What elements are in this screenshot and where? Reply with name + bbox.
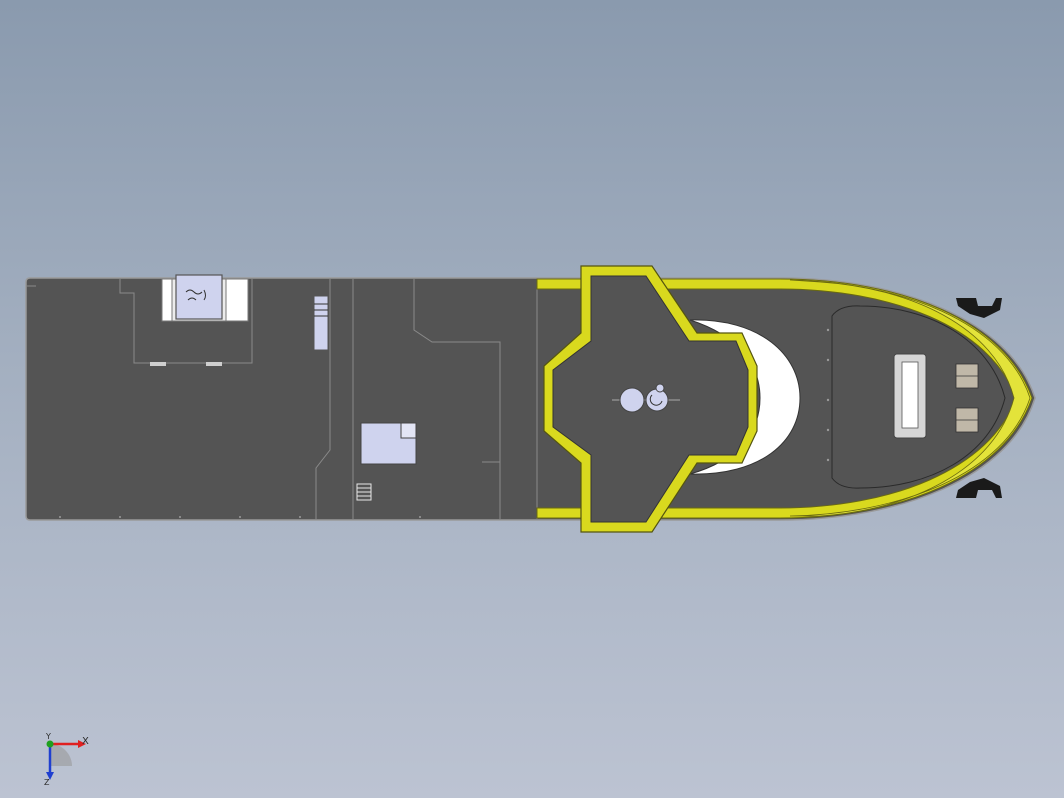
winch-icon [150, 274, 249, 366]
triad-graphic [46, 740, 86, 780]
mast-icon [612, 383, 680, 413]
bow-bulwark [536, 278, 1033, 519]
coordinate-triad-icon: X Y Z [30, 730, 100, 790]
deck-edge-dots [59, 328, 830, 518]
ladder-icon [356, 483, 372, 501]
vent-strip [313, 295, 329, 351]
axis-z-label: Z [44, 778, 50, 787]
bow-fenders [956, 298, 1002, 498]
anchor-windlass [893, 353, 979, 439]
hull-deck [25, 277, 1036, 521]
aft-deck-lines [26, 279, 538, 519]
bow-inner-band [789, 279, 1031, 517]
axis-x-label: X [82, 736, 89, 747]
hatch-panel [360, 422, 417, 465]
axis-y-label: Y [46, 732, 51, 741]
